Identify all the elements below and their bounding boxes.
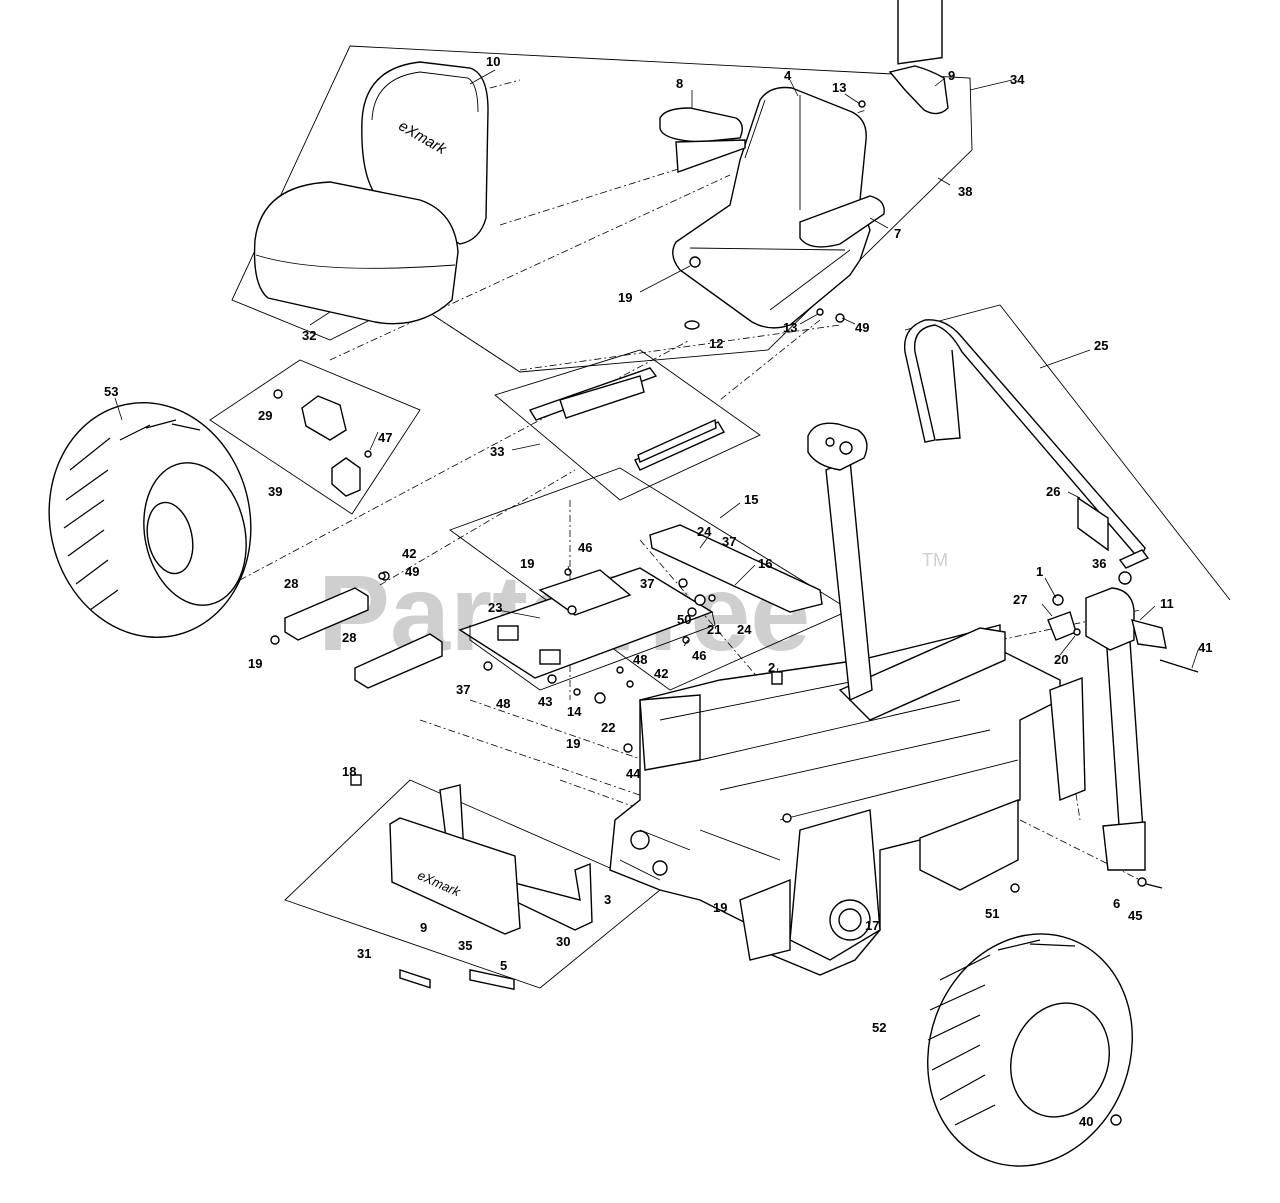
callout-19-left: 19 [248,656,262,671]
callout-27: 27 [1013,592,1027,607]
callout-31: 31 [357,946,371,961]
callout-13-top: 13 [832,80,846,95]
callout-2: 2 [768,660,775,675]
callout-28-bottom: 28 [342,630,356,645]
control-lever-tower [807,422,873,702]
callout-42-right: 42 [654,666,668,681]
callout-36: 36 [1092,556,1106,571]
callout-43: 43 [538,694,552,709]
main-frame [609,624,1086,976]
callout-13-bottom: 13 [783,320,797,335]
seat-brackets [270,571,443,689]
callout-47: 47 [378,430,392,445]
watermark-trademark: TM [922,550,948,570]
hardware [350,100,1163,1126]
left-rear-wheel [48,402,252,638]
callout-20: 20 [1054,652,1068,667]
callout-37-mid: 37 [640,576,654,591]
callout-48-right: 48 [633,652,647,667]
callout-16: 16 [758,556,772,571]
callout-10: 10 [486,54,500,69]
callout-42-left: 42 [402,546,416,561]
callout-22: 22 [601,720,615,735]
seat-pan [659,0,949,329]
callout-29: 29 [258,408,272,423]
callout-48-left: 48 [496,696,510,711]
callout-37-bottom: 37 [456,682,470,697]
switch-assembly-outline [209,359,421,515]
callout-37-top: 37 [722,534,736,549]
callout-labels: 10 8 4 13 9 34 38 7 19 13 49 12 32 25 53… [104,54,1212,1129]
callout-17: 17 [865,918,879,933]
callout-38: 38 [958,184,972,199]
callout-45: 45 [1128,908,1142,923]
callout-5: 5 [500,958,507,973]
callout-12: 12 [709,336,723,351]
callout-19-plate: 19 [520,556,534,571]
callout-50: 50 [677,612,691,627]
callout-41: 41 [1198,640,1212,655]
rollbar-assembly-outline [904,304,1231,601]
callout-33: 33 [490,444,504,459]
rollbar [903,319,1150,871]
callout-35: 35 [458,938,472,953]
callout-21: 21 [707,622,721,637]
callout-32: 32 [302,328,316,343]
right-rear-wheel [927,933,1133,1167]
callout-24-top: 24 [697,524,712,539]
callout-51: 51 [985,906,999,921]
callout-7: 7 [894,226,901,241]
callout-28-top: 28 [284,576,298,591]
leader-lines [114,69,1199,673]
callout-53: 53 [104,384,118,399]
callout-40: 40 [1079,1114,1093,1129]
callout-30: 30 [556,934,570,949]
callout-23: 23 [488,600,502,615]
front-console: eXmark [389,784,593,991]
callout-4: 4 [784,68,792,83]
callout-34: 34 [1010,72,1025,87]
callout-6: 6 [1113,896,1120,911]
callout-52: 52 [872,1020,886,1035]
slide-rail-assembly-outline [494,349,761,501]
seat-cushion: eXmark [253,61,489,325]
callout-49-seat: 49 [855,320,869,335]
callout-49-left: 49 [405,564,419,579]
callout-8: 8 [676,76,683,91]
seat-slide-rails [528,367,726,471]
callout-19-center: 19 [566,736,580,751]
callout-19-bottom: 19 [713,900,727,915]
callout-18: 18 [342,764,356,779]
callout-46-top: 46 [578,540,592,555]
callout-26: 26 [1046,484,1060,499]
callout-24-bottom: 24 [737,622,752,637]
callout-46-bottom: 46 [692,648,706,663]
callout-3: 3 [604,892,611,907]
callout-14: 14 [567,704,582,719]
callout-9-console: 9 [420,920,427,935]
callout-25: 25 [1094,338,1108,353]
callout-1: 1 [1036,564,1043,579]
callout-11: 11 [1160,596,1174,611]
seat-switch [273,389,372,497]
callout-19-seat: 19 [618,290,632,305]
seat-mount-plate [458,524,823,691]
callout-15: 15 [744,492,758,507]
callout-39: 39 [268,484,282,499]
rollbar-pivot-bracket [1047,571,1199,673]
callout-9-cover: 9 [948,68,955,83]
callout-44: 44 [626,766,641,781]
